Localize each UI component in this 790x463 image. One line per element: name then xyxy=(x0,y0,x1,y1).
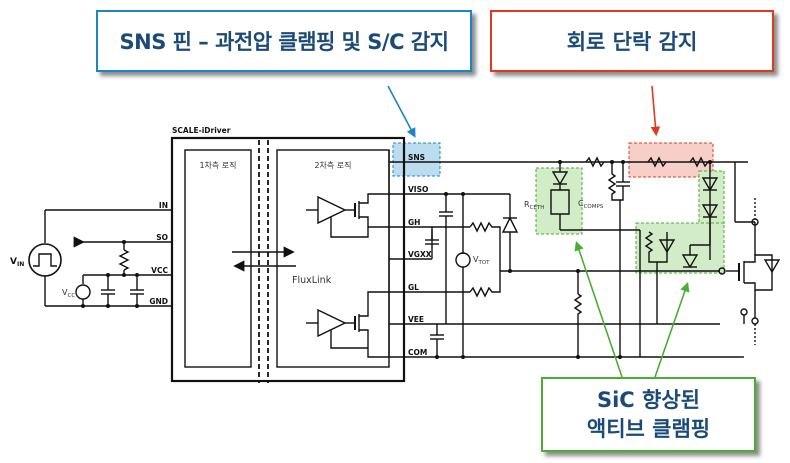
open-callout-arrow xyxy=(650,85,661,137)
fluxlink-label: FluxLink xyxy=(292,275,332,286)
sic-clamp-callout-box: SiC 향상된 액티브 클램핑 xyxy=(541,377,756,452)
sns-callout-box: SNS 핀 – 과전압 클램핑 및 S/C 감지 xyxy=(96,10,472,72)
chip-title: SCALE-iDriver xyxy=(172,126,231,135)
sns-callout-arrow xyxy=(387,85,416,138)
pin-so: SO xyxy=(156,233,168,242)
sns-highlight xyxy=(392,142,441,177)
pin-sns: SNS xyxy=(408,153,425,162)
pin-vee: VEE xyxy=(408,315,424,324)
open-circuit-callout-box: 회로 단락 감지 xyxy=(490,10,774,72)
pin-in: IN xyxy=(159,201,168,210)
open-circuit-callout-text: 회로 단락 감지 xyxy=(566,30,698,54)
ccomps-label: CCOMPS xyxy=(578,199,604,210)
vin-label: VIN xyxy=(10,257,24,268)
sic-callout-arrow-2 xyxy=(654,281,690,378)
vcc-source-label: VCC xyxy=(62,288,75,299)
pin-gnd: GND xyxy=(149,297,168,306)
pin-vgxx: VGXX xyxy=(408,250,432,259)
pin-gl: GL xyxy=(408,283,419,292)
pin-vcc: VCC xyxy=(151,266,168,275)
sns-callout-text: SNS 핀 – 과전압 클램핑 및 S/C 감지 xyxy=(119,30,449,54)
scale-idriver-chip xyxy=(170,136,406,383)
primary-logic-block xyxy=(184,149,252,368)
sic-callout-line1: SiC 향상된 xyxy=(596,387,700,412)
rceth-label: RCETH xyxy=(524,200,544,211)
sic-callout-line2: 액티브 클램핑 xyxy=(586,416,711,441)
sic-clamp-highlight-1 xyxy=(535,167,583,235)
secondary-logic-block xyxy=(276,149,390,368)
pin-viso: VISO xyxy=(408,185,428,194)
secondary-logic-label: 2차측 로직 xyxy=(314,160,351,170)
primary-logic-label: 1차측 로직 xyxy=(199,160,236,170)
sic-callout-arrow-1 xyxy=(574,240,623,378)
pin-gh: GH xyxy=(408,218,420,227)
vtot-label: VTOT xyxy=(473,255,490,266)
pin-com: COM xyxy=(408,348,427,357)
